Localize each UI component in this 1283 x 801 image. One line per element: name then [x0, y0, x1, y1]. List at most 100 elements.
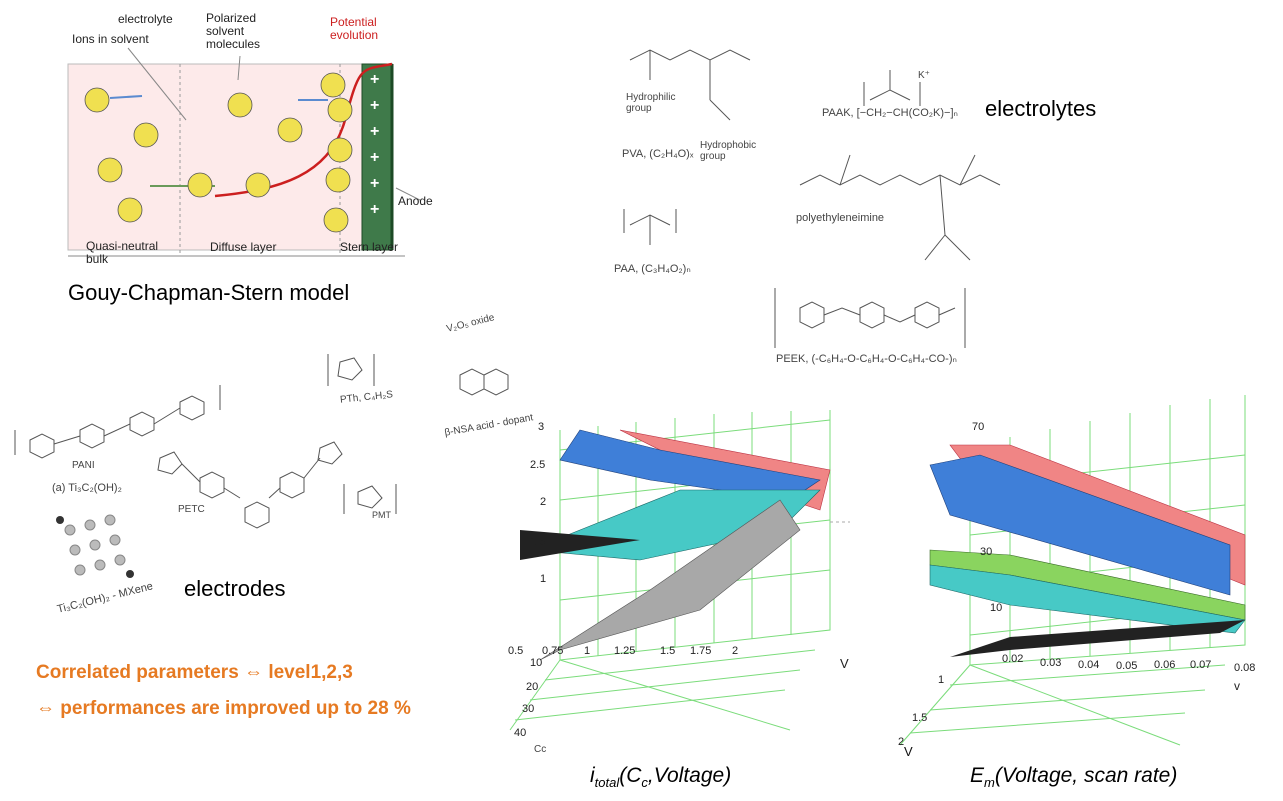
plot2-z-tick: 30 [980, 546, 992, 558]
label-electrodes: electrodes [184, 576, 286, 601]
svg-text:+: + [370, 71, 379, 88]
label-stern: Stern layer [340, 240, 399, 254]
structure-petc [157, 441, 343, 529]
label-paak-k: K⁺ [918, 70, 930, 81]
surface-black [520, 530, 640, 560]
plot1-caption-rest: ,Voltage) [647, 764, 732, 787]
label-anode: Anode [398, 194, 433, 208]
plot1-y-tick: 30 [522, 703, 534, 715]
label-v2o5: V₂O₅ oxide [445, 312, 496, 335]
plot1-caption: itotal(Cc,Voltage) [590, 764, 731, 790]
structure-paak [863, 70, 921, 106]
surface2-blue [929, 454, 1231, 596]
plot2-y-ticks: 1 1.5 2 [898, 674, 944, 748]
label-pva: PVA, (C₂H₄O)ₓ [622, 148, 694, 160]
plot2-x-tick: 0.06 [1154, 659, 1175, 671]
svg-text:+: + [370, 149, 379, 166]
label-diffuse: Diffuse layer [210, 240, 277, 254]
plot2-caption-rest: (Voltage, scan rate) [994, 764, 1178, 787]
structure-pani [14, 385, 221, 459]
summary-line-1: Correlated parameters ⇔ level1,2,3 [36, 662, 353, 683]
label-electrolytes: electrolytes [985, 96, 1097, 121]
label-hydrophobic: Hydrophobic group [700, 140, 757, 162]
svg-text:+: + [370, 97, 379, 114]
surface2-black [950, 620, 1245, 657]
plot1-x-tick: 1.5 [660, 645, 675, 657]
plot1-x-tick: 0.75 [542, 645, 563, 657]
plot1-y-label: Cc [534, 744, 547, 755]
plot1-z-tick: 1.5 [530, 536, 545, 548]
structure-peek [774, 288, 966, 348]
plot1-z-tick: 2 [540, 496, 546, 508]
plot1-x-tick: 1.75 [690, 645, 711, 657]
plot-em: 70 30 10 0 0.02 0.03 0.04 0.05 0.06 0.07… [898, 395, 1255, 748]
plot1-y-ticks: 10 20 30 40 [514, 657, 542, 739]
surface2-cyan [929, 564, 1246, 634]
plot1-y-tick: 10 [530, 657, 542, 669]
plot2-x-tick: 0.05 [1116, 660, 1137, 672]
plot2-y-label: V [904, 744, 913, 759]
label-pani: PANI [72, 460, 95, 471]
plot1-z-tick: 2.5 [530, 459, 545, 471]
label-paak: PAAK, [−CH₂−CH(CO₂K)−]ₙ [822, 107, 958, 119]
plot1-caption-sub2: c [641, 775, 648, 791]
plot2-caption-main: E [970, 764, 985, 787]
structure-nsa [459, 368, 509, 396]
structure-pei [799, 154, 1001, 261]
plot2-x-ticks: 0.02 0.03 0.04 0.05 0.06 0.07 0.08 [1002, 653, 1255, 674]
plot2-caption-sub: m [984, 775, 995, 791]
plot1-x-tick: 2 [732, 645, 738, 657]
plot1-caption-main: i [590, 764, 595, 787]
label-polarized: Polarized solvent molecules [206, 11, 261, 51]
plot2-z-tick: 70 [972, 421, 984, 433]
plot2-x-tick: 0.02 [1002, 653, 1023, 665]
anode-plus-signs: +++ +++ [370, 71, 379, 218]
plot2-y-tick: 1 [938, 674, 944, 686]
plot2-z-ticks: 70 30 10 0 [972, 421, 1002, 654]
structure-pmt [343, 484, 397, 514]
label-mxene-formula: (a) Ti₃C₂(OH)₂ [52, 482, 122, 494]
plot2-z-tick: 0 [994, 642, 1000, 654]
plot1-x-label: V [840, 656, 849, 671]
plot1-y-tick: 40 [514, 727, 526, 739]
gcs-panel: +++ +++ [67, 47, 420, 257]
gcs-title: Gouy-Chapman-Stern model [68, 280, 350, 305]
plot1-caption-args: (C [619, 764, 642, 787]
plot1-z-tick: 3 [538, 421, 544, 433]
plot1-caption-sub: total [594, 775, 620, 791]
plot2-z-tick: 10 [990, 602, 1002, 614]
plot2-caption: Em(Voltage, scan rate) [970, 764, 1177, 790]
plot2-x-tick: 0.08 [1234, 662, 1255, 674]
structure-paa [623, 209, 677, 245]
plot-itotal: 3 2.5 2 1.5 1 0.5 0.75 1 1.25 1.5 1.75 2… [508, 410, 850, 739]
plot2-y-tick: 1.5 [912, 712, 927, 724]
structure-pth [327, 354, 375, 386]
plot1-x-ticks: 0.5 0.75 1 1.25 1.5 1.75 2 [508, 645, 738, 657]
label-potential: Potential evolution [330, 15, 379, 42]
label-electrolyte: electrolyte [118, 12, 173, 26]
plot2-x-tick: 0.03 [1040, 657, 1061, 669]
svg-text:+: + [370, 123, 379, 140]
plot2-y-tick: 2 [898, 736, 904, 748]
label-petc: PETC [178, 504, 205, 515]
plot1-x-tick: 1.25 [614, 645, 635, 657]
surface-grey [539, 499, 801, 661]
label-pei: polyethyleneimine [796, 212, 885, 224]
plot2-x-label: v [1234, 679, 1240, 693]
label-paa: PAA, (C₃H₄O₂)ₙ [614, 263, 691, 275]
summary-line-2: ⇔ performances are improved up to 28 % [36, 698, 411, 719]
svg-text:+: + [370, 201, 379, 218]
label-hydrophilic: Hydrophilic group [626, 92, 676, 114]
label-bulk: Quasi-neutral bulk [86, 239, 159, 266]
solvated-ions [84, 72, 353, 233]
plot1-x-tick: 0.5 [508, 645, 523, 657]
label-pmt: PMT [372, 510, 391, 520]
plot2-x-tick: 0.07 [1190, 659, 1211, 671]
plot1-z-ticks: 3 2.5 2 1.5 1 [530, 421, 546, 585]
plot2-x-tick: 0.04 [1078, 659, 1099, 671]
plot1-y-tick: 20 [526, 681, 538, 693]
anode-plate [361, 63, 393, 251]
gcs-diagram: +++ +++ electrolyte Ions in solvent Pola… [0, 0, 433, 310]
structure-pva [629, 49, 751, 121]
plot1-x-tick: 1 [584, 645, 590, 657]
